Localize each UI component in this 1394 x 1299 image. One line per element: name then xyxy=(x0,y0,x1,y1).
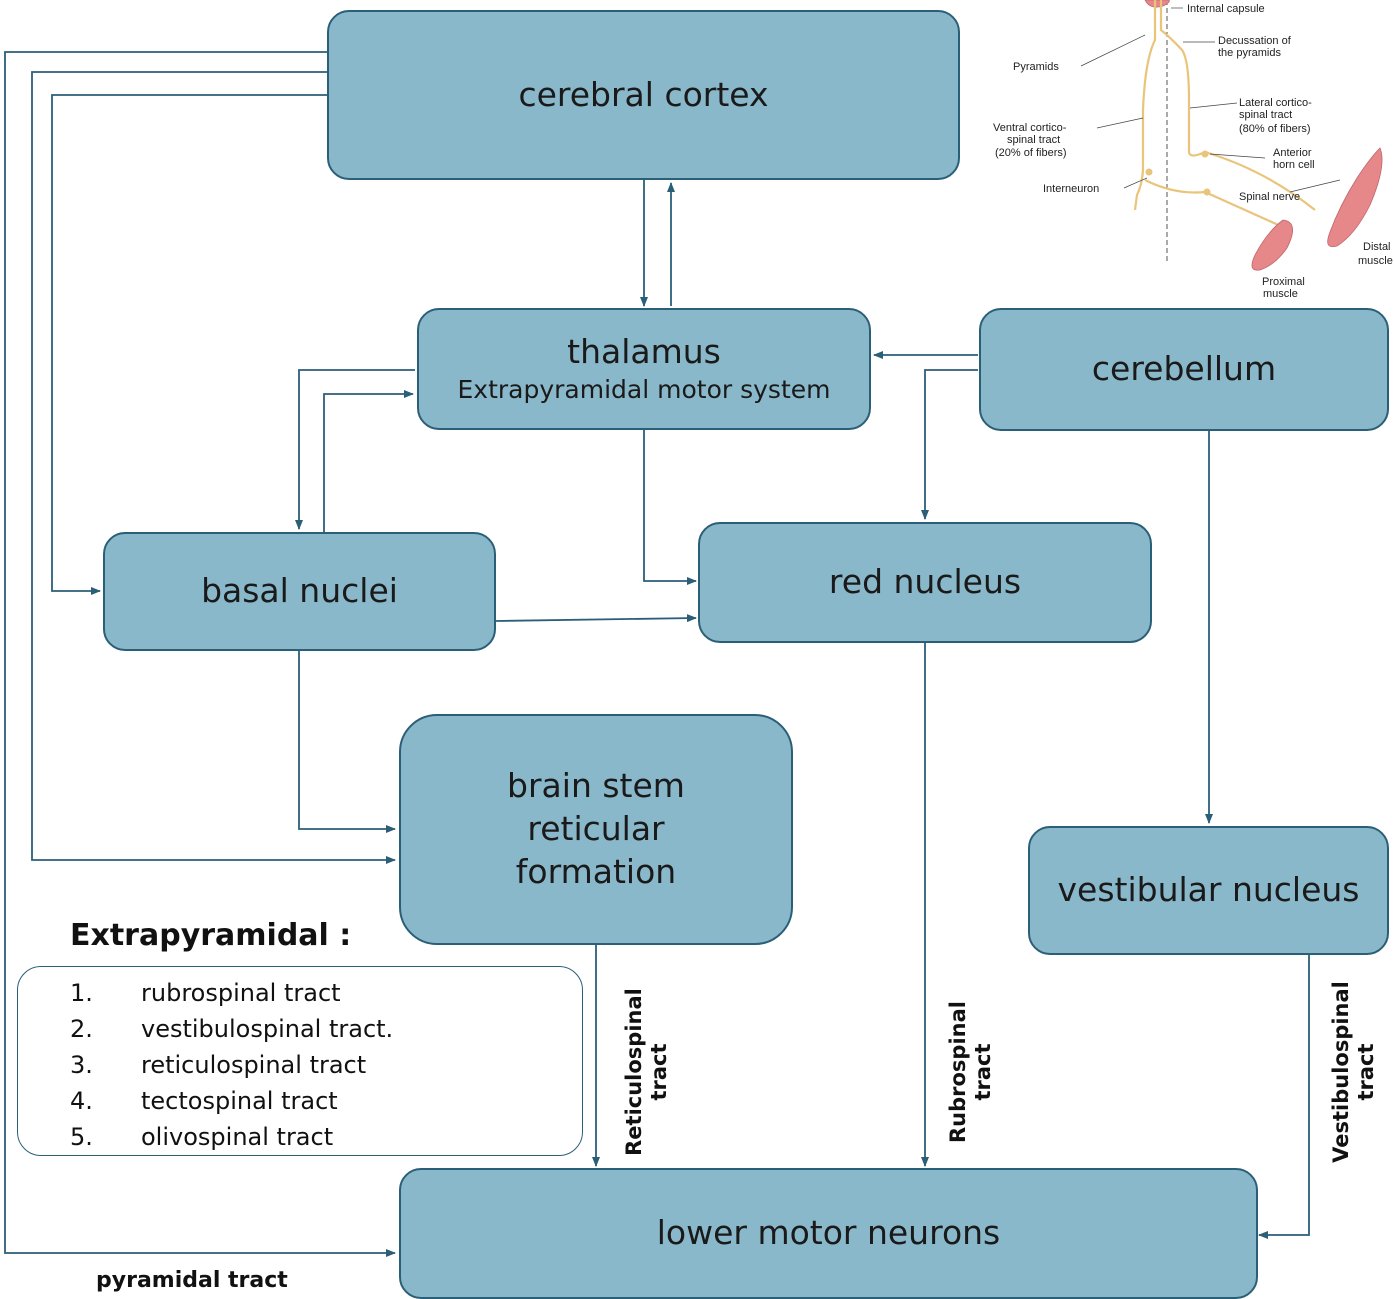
illustration-label: Ventral cortico- xyxy=(993,122,1067,134)
list-text: olivospinal tract xyxy=(141,1123,334,1151)
tract-label-line: tract xyxy=(1354,1043,1379,1101)
illustration-label: Internal capsule xyxy=(1187,3,1265,15)
red-nucleus-node: red nucleus xyxy=(698,522,1152,643)
list-number: 1. xyxy=(70,979,93,1007)
illustration-label: spinal tract xyxy=(1239,109,1292,121)
rubrospinal-label: Rubrospinal tract xyxy=(946,972,1002,1172)
node-label: lower motor neurons xyxy=(656,1213,1001,1253)
illustration-label: spinal tract xyxy=(1007,134,1060,146)
ventral-tract-fiber xyxy=(1133,0,1157,211)
arrow-vestibular-lmn xyxy=(1258,955,1310,1239)
list-text: tectospinal tract xyxy=(141,1087,338,1115)
arrow-cortex-lmn xyxy=(4,51,396,1257)
illustration-label: (80% of fibers) xyxy=(1239,123,1311,135)
illustration-label: Anterior xyxy=(1273,147,1312,159)
illustration-label: Lateral cortico- xyxy=(1239,97,1312,109)
list-number: 5. xyxy=(70,1123,93,1151)
list-text: rubrospinal tract xyxy=(141,979,341,1007)
extrapyramidal-list: 1. rubrospinal tract 2. vestibulospinal … xyxy=(17,966,583,1156)
node-label: thalamus xyxy=(567,332,721,372)
corticospinal-illustration: Internal capsule Decussation of the pyra… xyxy=(993,0,1393,300)
list-number: 4. xyxy=(70,1087,93,1115)
tract-label-line: Rubrospinal xyxy=(946,1001,970,1143)
spinal-nerve-fiber xyxy=(1204,150,1316,211)
illustration-label: Decussation of xyxy=(1218,35,1292,47)
leader-line xyxy=(1189,102,1238,109)
illustration-label: muscle xyxy=(1358,255,1393,267)
node-sublabel: Extrapyramidal motor system xyxy=(457,375,831,405)
node-label: cerebral cortex xyxy=(518,74,769,114)
node-label: brain stem xyxy=(507,766,685,806)
leader-line xyxy=(1289,179,1341,193)
node-label: red nucleus xyxy=(828,562,1022,602)
node-label: formation xyxy=(515,851,677,891)
cerebellum-node: cerebellum xyxy=(979,308,1389,431)
vestibular-nucleus-node: vestibular nucleus xyxy=(1028,826,1389,955)
tract-label-line: Reticulospinal xyxy=(622,988,646,1156)
illustration-label: Distal xyxy=(1363,241,1391,253)
tract-label-line: tract xyxy=(647,1043,672,1101)
leader-line xyxy=(1123,177,1148,189)
illustration-label: Interneuron xyxy=(1043,183,1099,195)
lateral-tract-fiber xyxy=(1159,0,1206,157)
arrow-thalamus-basal xyxy=(295,369,415,530)
node-label: reticular xyxy=(527,809,665,849)
basal-nuclei-node: basal nuclei xyxy=(103,532,496,651)
arrow-cortex-brainstem xyxy=(31,71,396,864)
node-label: cerebellum xyxy=(1091,349,1277,389)
tract-label-line: tract xyxy=(971,1043,996,1101)
arrow-basal-red xyxy=(495,614,697,623)
cerebral-cortex-node: cerebral cortex xyxy=(327,10,960,180)
list-number: 3. xyxy=(70,1051,93,1079)
interneuron-cell xyxy=(1145,168,1153,176)
list-text: reticulospinal tract xyxy=(141,1051,367,1079)
proximal-muscle-shape xyxy=(1251,219,1293,271)
leader-line xyxy=(1080,34,1146,67)
thalamus-node: thalamus Extrapyramidal motor system xyxy=(417,308,871,430)
illustration-label: muscle xyxy=(1263,288,1298,300)
arrow-basal-brainstem xyxy=(298,651,396,833)
pyramidal-tract-label: pyramidal tract xyxy=(96,1268,288,1293)
leader-line xyxy=(1209,153,1266,159)
brain-stem-node: brain stem reticular formation xyxy=(399,714,793,945)
vestibulospinal-label: Vestibulospinal tract xyxy=(1329,972,1385,1172)
tract-label-line: Vestibulospinal xyxy=(1329,981,1353,1163)
illustration-label: the pyramids xyxy=(1218,47,1281,59)
node-label: vestibular nucleus xyxy=(1057,870,1360,910)
arrow-thalamus-red xyxy=(643,430,697,585)
node-label: basal nuclei xyxy=(201,571,398,611)
extrapyramidal-title: Extrapyramidal : xyxy=(70,918,352,953)
illustration-label: Proximal xyxy=(1262,276,1305,288)
arrow-basal-thalamus xyxy=(323,390,414,532)
distal-muscle-shape xyxy=(1327,147,1383,248)
illustration-label: Spinal nerve xyxy=(1239,191,1300,203)
spinal-nerve-fiber xyxy=(1144,179,1286,230)
anterior-horn-cell xyxy=(1201,150,1209,158)
leader-line xyxy=(1096,117,1144,129)
list-number: 2. xyxy=(70,1015,93,1043)
arrow-cerebellum-red xyxy=(921,369,978,520)
internal-capsule-shape xyxy=(1144,0,1170,8)
list-text: vestibulospinal tract. xyxy=(141,1015,394,1043)
illustration-label: Pyramids xyxy=(1013,61,1059,73)
illustration-label: horn cell xyxy=(1273,159,1315,171)
neuron-cell xyxy=(1203,188,1211,196)
illustration-label: (20% of fibers) xyxy=(995,147,1067,159)
reticulospinal-label: Reticulospinal tract xyxy=(622,972,678,1172)
arrow-cortex-basal xyxy=(51,94,330,595)
lower-motor-neurons-node: lower motor neurons xyxy=(399,1168,1258,1299)
